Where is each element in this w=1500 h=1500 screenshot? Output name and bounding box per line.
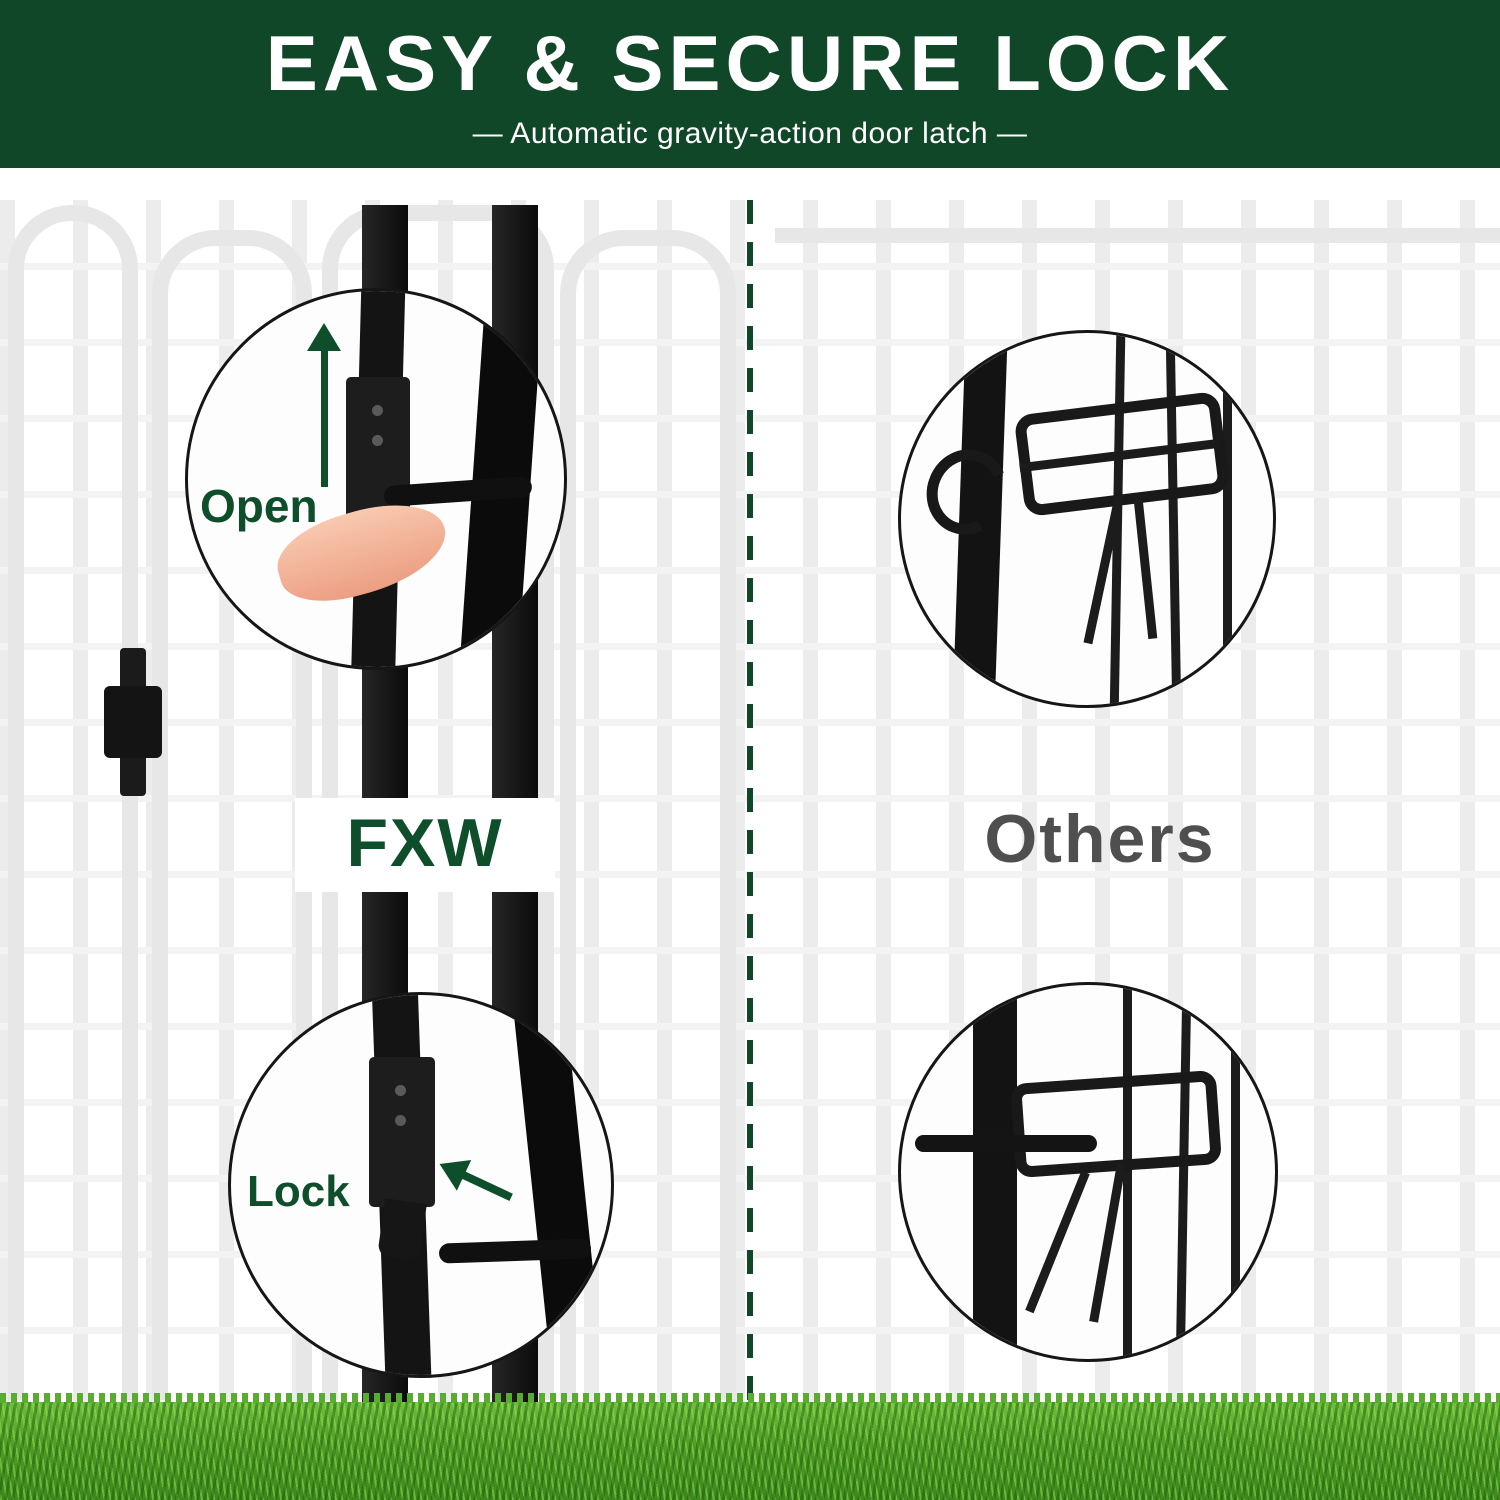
arrow-head [307, 323, 341, 351]
open-label: Open [200, 480, 318, 532]
bracket-hole [372, 435, 383, 446]
brand-label-others: Others [984, 801, 1216, 877]
fence-wire [1025, 1170, 1090, 1314]
fence-rail [775, 228, 1500, 243]
brand-label-fxw: FXW [295, 798, 555, 892]
fence-wire [1133, 498, 1158, 640]
page-title: EASY & SECURE LOCK [265, 19, 1235, 107]
others-latch-hook [914, 437, 1020, 547]
fence-wire [1165, 333, 1182, 705]
others-latch-pin [915, 1135, 1097, 1152]
fence-wire [1223, 333, 1232, 705]
grass-strip [0, 1393, 1500, 1500]
fence-wire [1089, 1163, 1126, 1323]
gravity-latch-bracket [369, 1057, 435, 1207]
latch-hook [377, 1198, 427, 1262]
arrow-shaft [321, 349, 328, 487]
arrow-up-icon [304, 323, 344, 493]
others-gate-post [973, 985, 1017, 1359]
fence-wire [1123, 985, 1132, 1359]
fence-wire [1175, 985, 1192, 1359]
arrow-to-latch-icon [430, 1147, 519, 1212]
bracket-hole [395, 1115, 406, 1126]
bracket-hole [395, 1085, 406, 1096]
fence-arch [8, 205, 138, 1400]
gate-hinge [104, 648, 162, 796]
divider-dashed-line [747, 200, 753, 1410]
lock-label: Lock [247, 1167, 350, 1216]
callout-others-latch-bottom [898, 982, 1278, 1362]
callout-fxw-open: Open [185, 288, 567, 670]
arrow-head [432, 1148, 472, 1191]
header-subtitle: — Automatic gravity-action door latch — [472, 117, 1028, 150]
arrow-shaft [458, 1170, 513, 1201]
bracket-hole [372, 405, 383, 416]
callout-fxw-lock: Lock [228, 992, 614, 1378]
others-wire-latch-frame [1009, 1069, 1223, 1179]
callout-others-latch-top [898, 330, 1276, 708]
fence-wire [1231, 985, 1240, 1359]
header-banner: EASY & SECURE LOCK — Automatic gravity-a… [0, 0, 1500, 168]
